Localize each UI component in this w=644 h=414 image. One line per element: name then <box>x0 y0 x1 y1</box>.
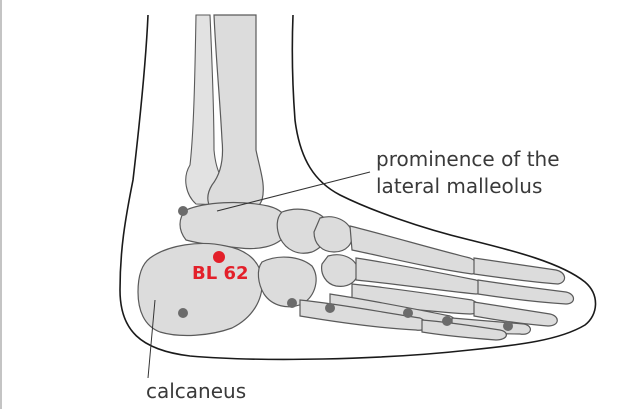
acupoint-bl62-dot <box>213 251 225 263</box>
landmark-dot-metatarsal-shaft <box>403 308 413 318</box>
malleolus-label-line2: lateral malleolus <box>376 174 542 198</box>
landmark-dot-metatarsal-base <box>325 303 335 313</box>
acupoint-bl62-label: BL 62 <box>192 263 249 284</box>
navicular-bone <box>276 208 329 254</box>
landmark-dot-ankle <box>178 206 188 216</box>
landmark-dot-cuboid <box>287 298 297 308</box>
toe-1 <box>473 257 566 285</box>
calcaneus-leader-line <box>147 299 156 379</box>
toe-5 <box>421 319 507 341</box>
talus-bone <box>179 201 289 250</box>
toe-2 <box>477 279 575 305</box>
malleolus-label-line1: prominence of the <box>376 147 560 171</box>
calcaneus-label: calcaneus <box>146 379 246 403</box>
landmark-dot-metatarsal-head <box>442 316 452 326</box>
cuneiform-bone-1 <box>313 216 353 253</box>
landmark-dot-heel <box>178 308 188 318</box>
calcaneus-bone <box>137 242 263 337</box>
malleolus-leader-line <box>216 171 371 212</box>
cuneiform-bone-2 <box>321 254 359 287</box>
toe-3 <box>473 301 558 327</box>
landmark-dot-toe <box>503 321 513 331</box>
